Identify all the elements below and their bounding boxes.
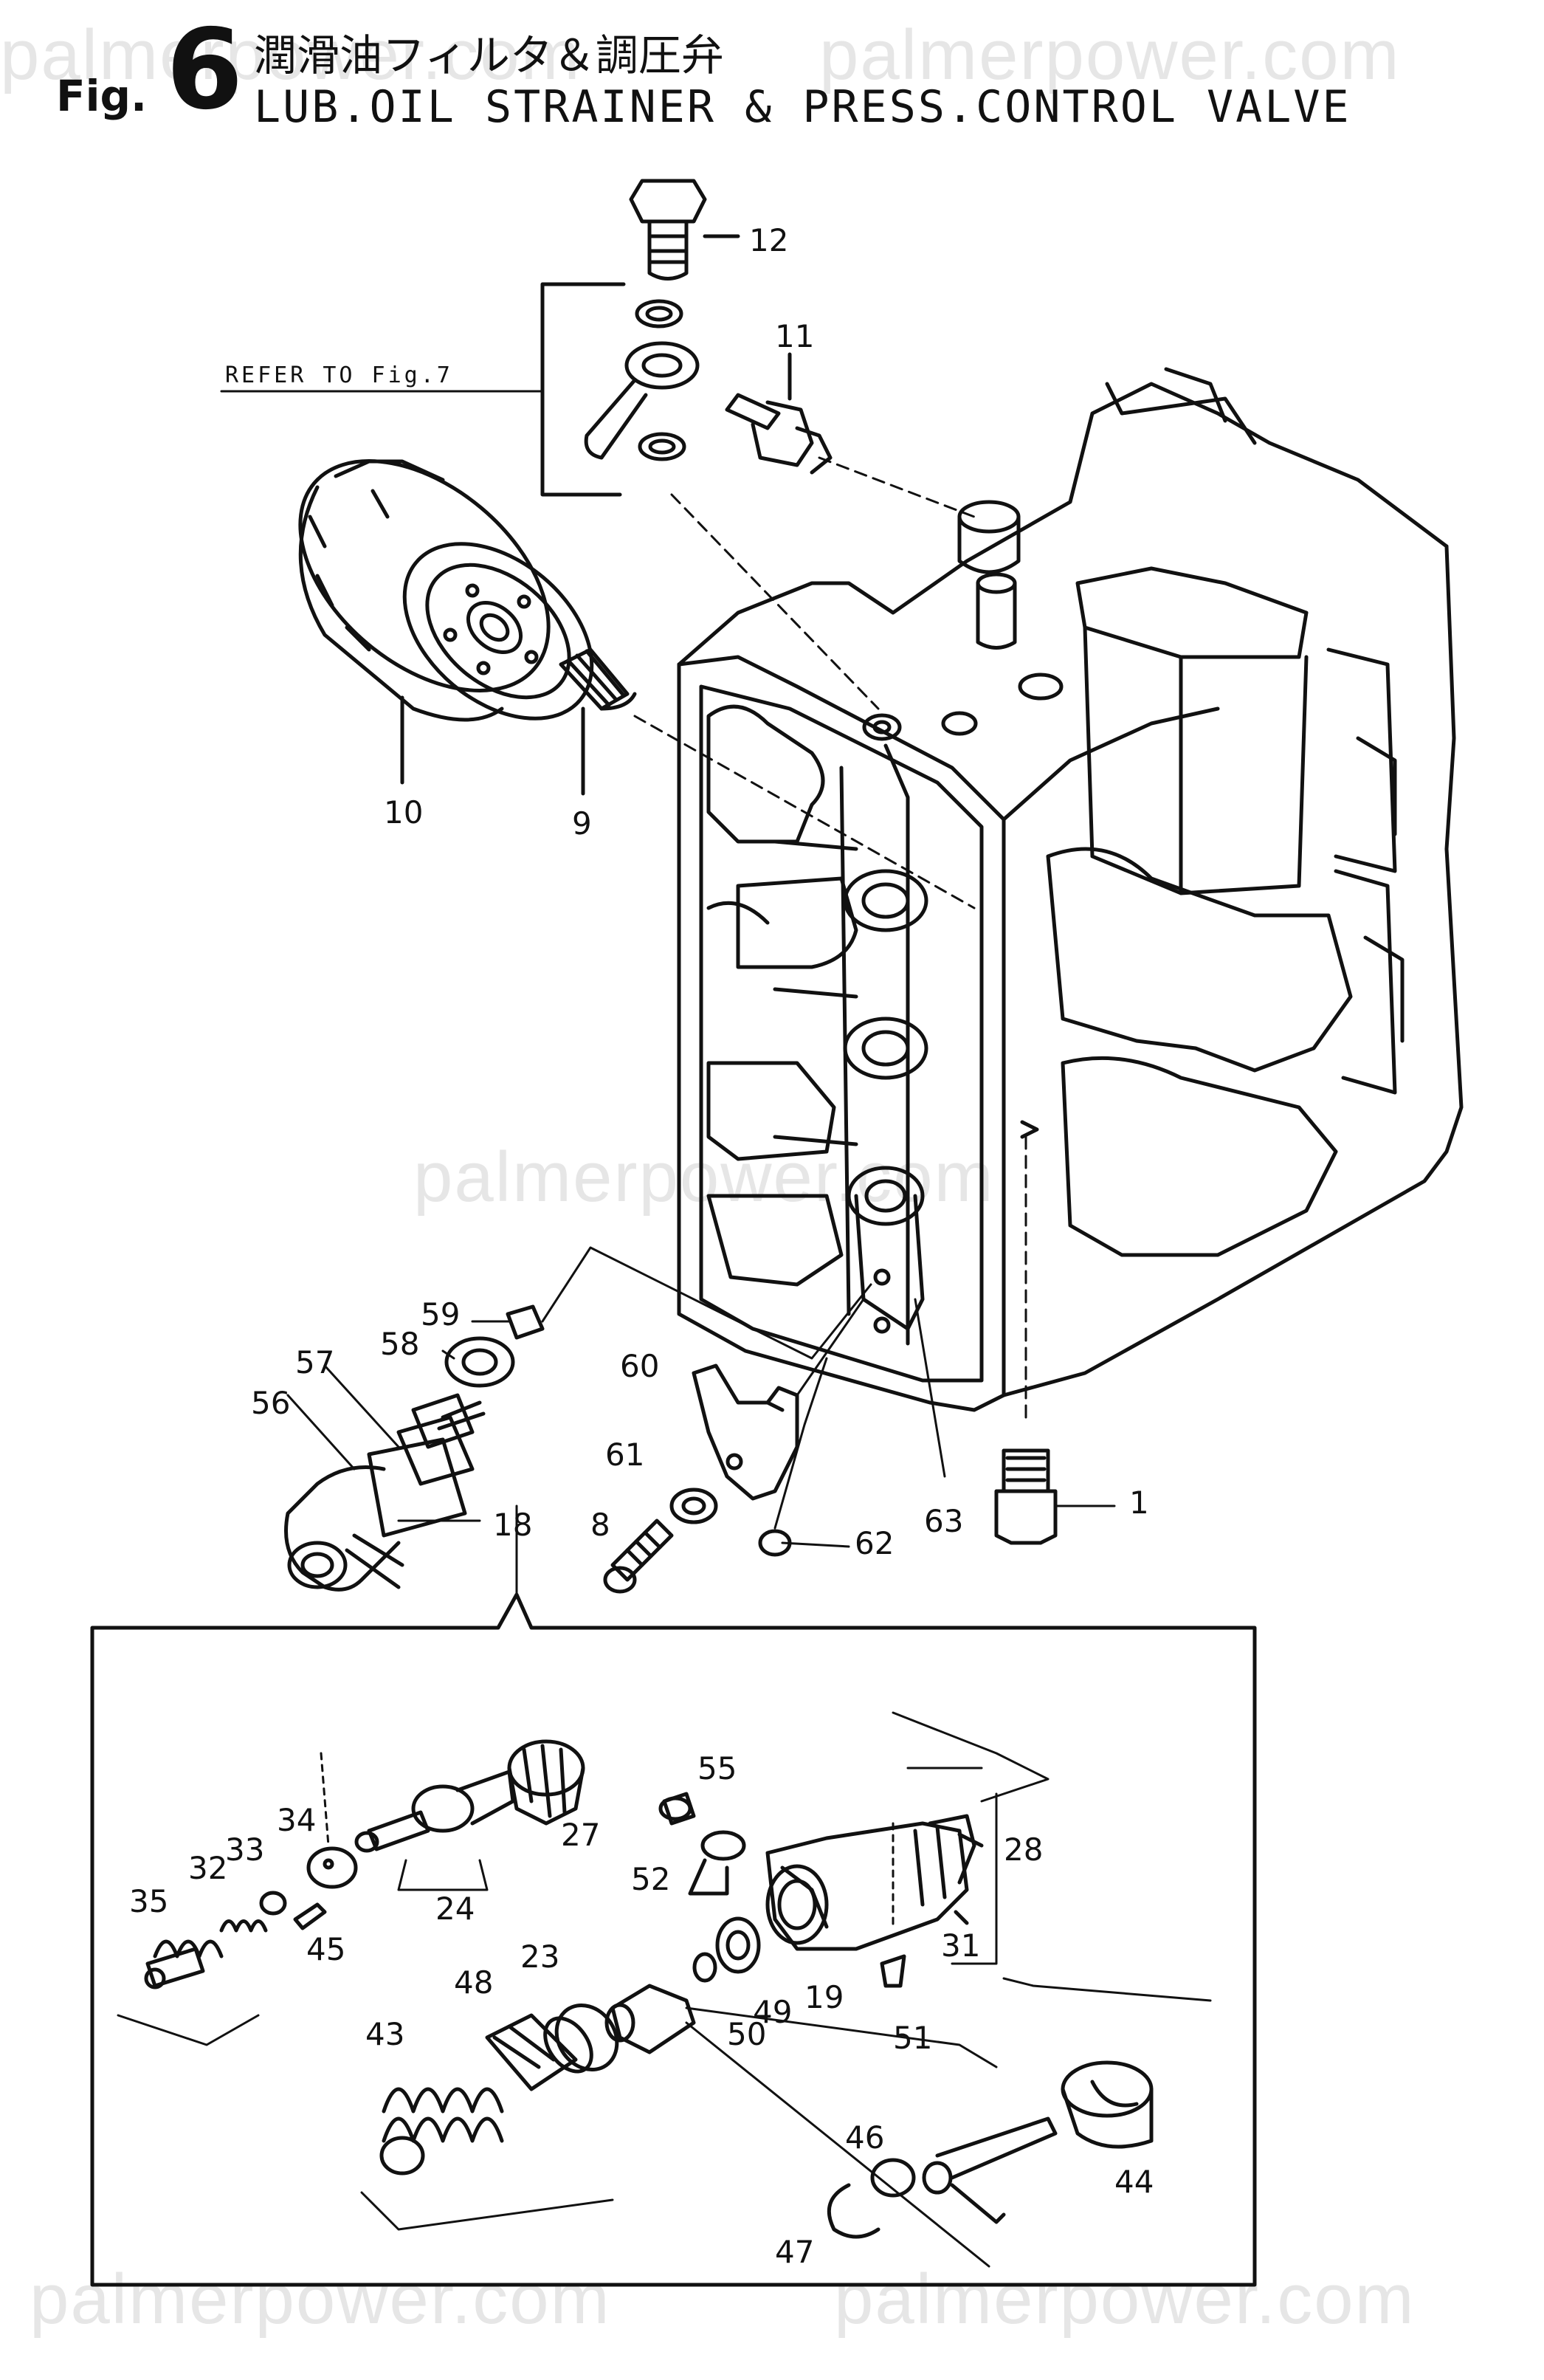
banjo-bolt-part-12: [629, 179, 740, 281]
callout-32: 32: [188, 1850, 227, 1886]
bracket-part-60: [692, 1298, 865, 1501]
callout-31: 31: [941, 1927, 980, 1964]
figure-title-english: LUB.OIL STRAINER & PRESS.CONTROL VALVE: [254, 81, 1351, 133]
plug-part-62: [758, 1357, 850, 1557]
callout-58: 58: [380, 1326, 419, 1362]
callout-9: 9: [572, 805, 592, 842]
callout-33: 33: [225, 1832, 264, 1868]
callout-62: 62: [855, 1525, 894, 1561]
reference-note: REFER TO Fig.7: [225, 362, 453, 388]
callout-48: 48: [454, 1964, 493, 2001]
callout-18: 18: [493, 1507, 532, 1543]
callout-labels: 1 8 9 10 11 12 18 19 23 24 27 28 31 32 3…: [129, 222, 1154, 2270]
detail-box: [90, 1504, 1257, 2287]
callout-10: 10: [384, 794, 423, 830]
figure-title-japanese: 潤滑油フィルタ＆調圧弁: [254, 30, 724, 80]
callout-19: 19: [804, 1979, 844, 2015]
washer-part-61: [669, 1488, 718, 1524]
callout-8: 8: [590, 1507, 610, 1543]
watermark: palmerpower.com: [413, 1138, 995, 1217]
callout-60: 60: [620, 1348, 659, 1384]
callout-44: 44: [1114, 2164, 1154, 2200]
callout-11: 11: [775, 318, 814, 354]
figure-prefix: Fig.: [56, 71, 148, 121]
pressure-switch-part-11: [725, 352, 833, 475]
watermark: palmerpower.com: [819, 16, 1401, 94]
cylinder-block-drawing: [633, 367, 1464, 1426]
callout-57: 57: [295, 1344, 334, 1380]
callout-27: 27: [561, 1817, 600, 1853]
plug-part-1: [994, 1448, 1116, 1545]
callout-56: 56: [251, 1385, 290, 1421]
callout-12: 12: [749, 222, 788, 258]
oil-filter-part-10: [298, 459, 594, 785]
callout-55: 55: [697, 1750, 737, 1786]
figure-number: 6: [166, 6, 244, 134]
watermark: palmerpower.com: [30, 2260, 611, 2339]
filter-nipple-part-9: [559, 647, 637, 796]
callout-34: 34: [277, 1802, 316, 1838]
leader-63: [914, 1298, 946, 1478]
banjo-fitting-drawing: [220, 282, 700, 497]
callout-59: 59: [421, 1296, 460, 1332]
watermark: palmerpower.com: [834, 2260, 1416, 2339]
bolt-part-8: [603, 1519, 674, 1594]
callout-45: 45: [306, 1931, 345, 1967]
pressure-control-valve-assembly: [284, 1246, 872, 1592]
watermark: palmerpower.com: [0, 16, 582, 94]
callout-46: 46: [845, 2119, 884, 2156]
callout-49: 49: [753, 1994, 792, 2030]
callout-1: 1: [1129, 1485, 1149, 1521]
callout-47: 47: [775, 2234, 814, 2270]
callout-28: 28: [1004, 1832, 1043, 1868]
callout-43: 43: [365, 2016, 404, 2052]
callout-61: 61: [605, 1437, 644, 1473]
callout-23: 23: [520, 1939, 559, 1975]
callout-35: 35: [129, 1883, 168, 1919]
callout-52: 52: [631, 1861, 670, 1897]
callout-24: 24: [435, 1891, 475, 1927]
callout-50: 50: [727, 2016, 766, 2052]
callout-63: 63: [924, 1503, 963, 1539]
callout-51: 51: [893, 2020, 932, 2056]
